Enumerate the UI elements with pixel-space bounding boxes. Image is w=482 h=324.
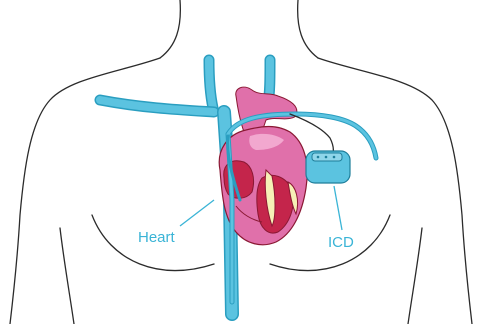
icd-leader-line <box>334 186 342 230</box>
neck-right-line <box>298 0 318 58</box>
left-shoulder-line <box>10 58 160 324</box>
neck-left-line <box>160 0 180 58</box>
right-shoulder-line <box>318 58 472 324</box>
heart-label: Heart <box>138 229 176 246</box>
icd-device-icon <box>306 151 350 183</box>
icd-label: ICD <box>328 234 354 251</box>
heart-leader-line <box>180 200 214 226</box>
left-arm-line <box>60 228 74 324</box>
right-arm-line <box>408 228 422 324</box>
